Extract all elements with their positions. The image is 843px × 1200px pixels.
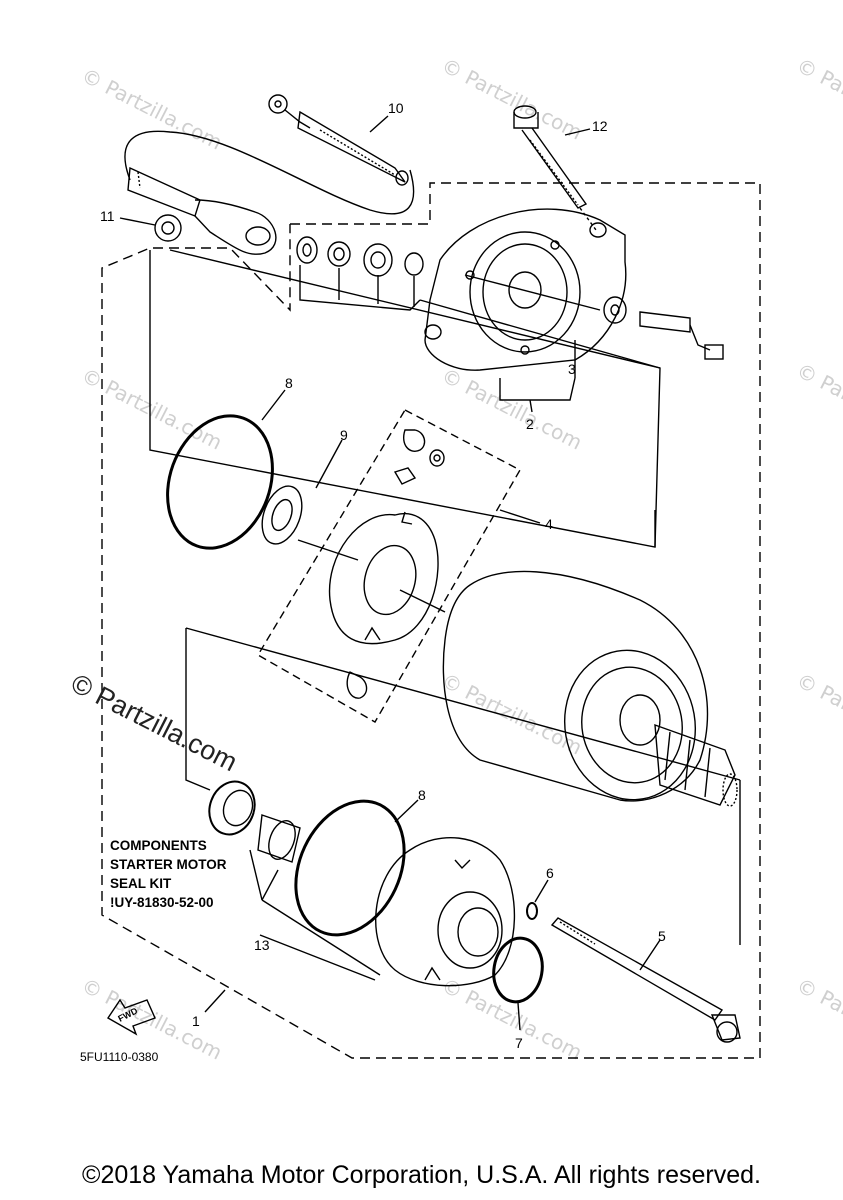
kit-line-components: COMPONENTS <box>110 838 207 853</box>
callout-12: 12 <box>592 118 608 134</box>
kit-line-starter-motor: STARTER MOTOR <box>110 857 227 872</box>
watermark-text: © Partzilla.com <box>438 363 586 454</box>
leader-lines <box>119 115 661 1031</box>
outline-line <box>259 934 376 981</box>
callout-4: 4 <box>545 516 553 532</box>
callout-10: 10 <box>388 100 404 116</box>
callout-numbers: 1 2 3 4 5 6 7 8 8 9 10 11 12 13 <box>100 100 666 1051</box>
part-8-oring-upper <box>166 414 274 550</box>
armature-yoke <box>442 570 738 807</box>
callout-8-upper: 8 <box>285 375 293 391</box>
callout-6: 6 <box>546 865 554 881</box>
brush-plate <box>297 511 446 645</box>
outline-line <box>149 249 661 548</box>
seal-kit-note: COMPONENTS STARTER MOTOR SEAL KIT !UY-81… <box>110 836 227 912</box>
fwd-arrow-icon <box>107 998 156 1036</box>
kit-line-seal-kit: SEAL KIT <box>110 876 172 891</box>
watermark-text: © Partzilla.com <box>793 53 843 144</box>
part-10-terminal <box>268 94 409 186</box>
part-5-through-bolt <box>550 917 741 1043</box>
outline-line <box>185 628 211 791</box>
watermark-text: © Partzilla.com <box>438 668 586 759</box>
callout-3: 3 <box>568 361 576 377</box>
part-12-bolt <box>513 105 597 231</box>
lead-wire <box>124 130 415 215</box>
watermark-text: © Partzilla.com <box>78 63 226 154</box>
part-2-front-cover <box>424 208 627 371</box>
watermark-text: © Partzilla.com <box>78 363 226 454</box>
watermark-text: © Partzilla.com <box>793 668 843 759</box>
callout-9: 9 <box>340 427 348 443</box>
part-6-small-oring <box>526 902 538 920</box>
part-8-oring-lower <box>294 799 406 937</box>
watermark-text: © Partzilla.com <box>438 973 586 1064</box>
callout-5: 5 <box>658 928 666 944</box>
part-13-seal-bearing <box>208 780 381 976</box>
assembly-outline-dashed <box>101 182 761 1059</box>
callout-bracket-2-3 <box>499 340 576 413</box>
watermark-text: © Partzilla.com <box>438 53 586 144</box>
callout-1: 1 <box>192 1013 200 1029</box>
part-7-oring <box>492 936 544 1004</box>
watermark-layer: © Partzilla.com © Partzilla.com © Partzi… <box>78 53 843 1064</box>
copyright-notice: ©2018 Yamaha Motor Corporation, U.S.A. A… <box>82 1161 761 1189</box>
brush-springs <box>346 429 445 699</box>
part-11-cable-terminal <box>127 166 277 255</box>
watermark-text: © Partzilla.com <box>793 358 843 449</box>
callout-2: 2 <box>526 416 534 432</box>
callout-7: 7 <box>515 1035 523 1051</box>
small-parts-row <box>296 236 724 369</box>
part-9-washer <box>261 485 303 545</box>
watermark-text: © Partzilla.com <box>793 973 843 1064</box>
kit-line-part-number: !UY-81830-52-00 <box>110 895 214 910</box>
outline-line <box>185 627 741 781</box>
callout-8-lower: 8 <box>418 787 426 803</box>
diagram-code: 5FU1110-0380 <box>80 1050 159 1064</box>
callout-11: 11 <box>100 208 115 224</box>
callout-13: 13 <box>254 937 270 953</box>
part-4-brush-box-dashed <box>257 409 521 723</box>
